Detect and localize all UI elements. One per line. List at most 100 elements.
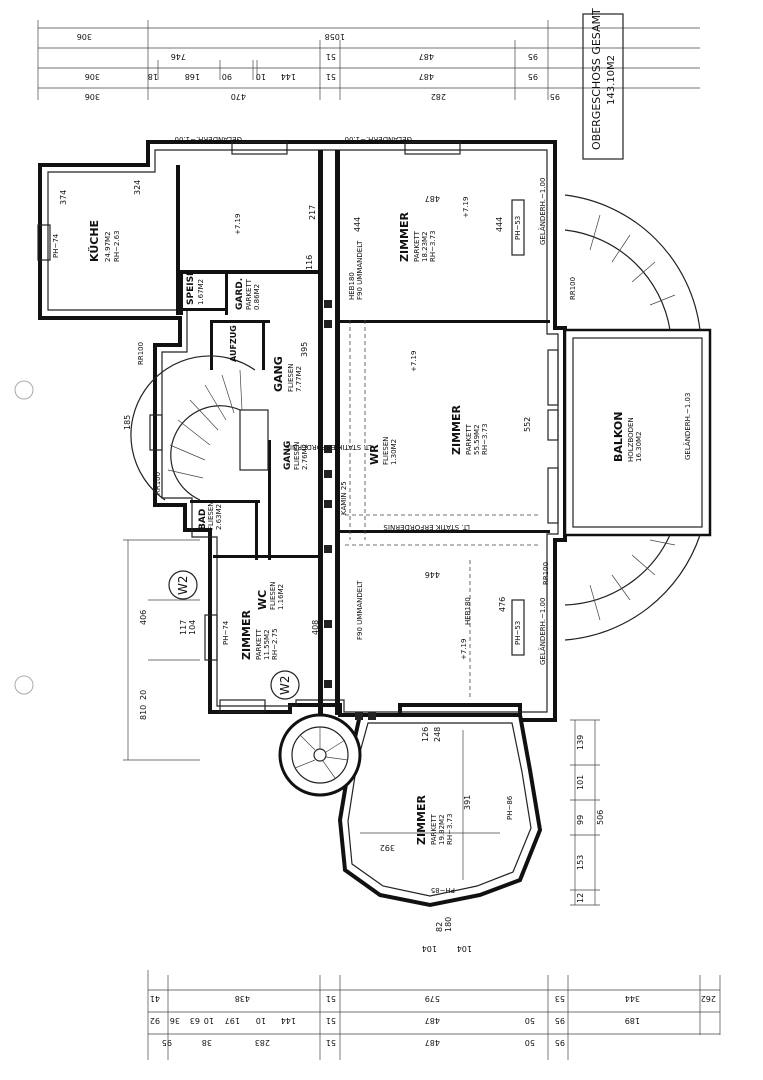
right-dimension-chain: 139 101 99 153 12 506	[570, 719, 605, 906]
dim-476: 476	[498, 597, 507, 612]
dim-top-144: 144	[281, 72, 296, 81]
room-gang2-floor: FLIESEN	[293, 441, 301, 470]
room-bad-area: 2.63M2	[215, 504, 223, 530]
dim-104b: 104	[457, 944, 472, 953]
guide-lines	[345, 320, 540, 880]
room-wc-area: 1.16M2	[277, 584, 285, 610]
room-zimmer-top-name: ZIMMER	[398, 212, 411, 262]
label-f90-a: F90 UMMANDELT	[356, 240, 364, 300]
dim-bot-53: 53	[555, 994, 565, 1003]
dim-top-51: 51	[326, 52, 336, 61]
title-line-1: OBERGESCHOSS GESAMT	[590, 8, 603, 150]
room-wr-floor: FLIESEN	[382, 436, 390, 465]
dim-bot-51c: 51	[326, 1038, 336, 1047]
dim-left-117: 117	[179, 620, 188, 635]
dim-408: 408	[311, 620, 320, 635]
dim-446: 446	[425, 570, 440, 579]
dim-bot-189: 189	[625, 1016, 640, 1025]
label-ph85: PH~85	[431, 886, 455, 894]
room-zimmer-small-floor: PARKETT	[255, 628, 263, 660]
dim-left-185: 185	[123, 415, 132, 430]
dim-bot-51: 51	[326, 994, 336, 1003]
dim-487: 487	[425, 194, 440, 203]
room-zimmer-mid-floor: PARKETT	[465, 423, 473, 455]
dim-82: 82	[435, 922, 444, 932]
dim-bot-438: 438	[235, 994, 250, 1003]
dim-bot-144: 144	[281, 1016, 296, 1025]
room-balkon-floor: HOLZBODEN	[627, 417, 635, 462]
dim-top-168: 168	[185, 72, 200, 81]
room-gang1-floor: FLIESEN	[287, 363, 295, 392]
room-wc-name: WC	[256, 590, 269, 610]
bottom-dimension-chains: 41 438 51 579 53 344 262 92 36 63 10 197…	[147, 970, 721, 1060]
dim-right-153: 153	[576, 855, 585, 870]
dim-top-306b: 306	[85, 72, 100, 81]
dim-top-18: 18	[148, 72, 158, 81]
dim-left-104: 104	[188, 620, 197, 635]
label-heb-1: HEB180	[348, 272, 356, 300]
windows	[37, 141, 559, 713]
room-kueche-name: KÜCHE	[87, 220, 101, 262]
room-zimmer-top-area: 18.23M2	[421, 231, 429, 262]
dim-217: 217	[308, 205, 317, 220]
room-gang2-name: GANG	[283, 441, 293, 470]
dim-top-470: 470	[231, 92, 246, 101]
dim-right-139: 139	[576, 735, 585, 750]
label-gelaender-2: GELÄNDERH.~1.00	[345, 135, 412, 144]
room-zimmer-small-height: RH~2.75	[271, 628, 279, 660]
room-bad-floor: FLIESEN	[207, 501, 215, 530]
dim-bot-10: 10	[204, 1016, 214, 1025]
dim-bot-50b: 50	[525, 1038, 535, 1047]
interior-walls	[176, 150, 550, 720]
dim-bot-38: 38	[202, 1038, 212, 1047]
dim-top-306: 306	[77, 32, 92, 41]
tag-w2-a: W2	[176, 576, 190, 596]
label-rr-3: RR100	[569, 277, 577, 300]
room-kueche-d2: 324	[133, 180, 142, 195]
title-line-2: 143.10M2	[606, 55, 617, 105]
room-zimmer-small-area: 11.55M2	[263, 629, 271, 660]
dim-bot-262: 262	[701, 994, 716, 1003]
label-elev-2: +7.19	[462, 197, 470, 218]
dim-right-99: 99	[576, 815, 585, 825]
room-speise-name: SPEISE	[186, 270, 196, 305]
room-speise-area: 1.67M2	[197, 279, 205, 305]
dim-top-95c: 95	[550, 92, 560, 101]
dim-bot-283: 283	[255, 1038, 270, 1047]
label-elev-1: +7.19	[234, 214, 242, 235]
annotations: W2 W2 KAMIN 25 +7.19 +7.19 +7.19 +7.19 G…	[52, 135, 692, 894]
label-ph74-1: PH~74	[52, 233, 60, 258]
exterior-walls	[38, 140, 567, 722]
dim-left-406: 406	[139, 610, 148, 625]
dim-left-810: 810	[139, 705, 148, 720]
label-ph-1: PH~53	[514, 216, 522, 240]
balcony	[563, 194, 712, 641]
dim-395: 395	[300, 342, 309, 357]
dim-top-10: 10	[256, 72, 266, 81]
room-kueche-d1: 374	[59, 190, 68, 205]
octagon-tower	[278, 713, 543, 908]
dim-bot-197: 197	[225, 1016, 240, 1025]
label-ph86: PH~86	[506, 795, 514, 820]
dim-bot-63: 63	[190, 1016, 200, 1025]
room-gang2-area: 2.76M2	[301, 444, 309, 470]
dim-104a: 104	[422, 944, 437, 953]
room-kueche-area: 24.97M2	[104, 231, 112, 262]
dim-116: 116	[305, 255, 314, 270]
label-rr-1: RR100	[137, 342, 145, 365]
punch-hole	[14, 675, 34, 695]
dim-bot-10b: 10	[256, 1016, 266, 1025]
dim-248: 248	[433, 727, 442, 742]
label-gelaender-5: GELÄNDERH.~1.00	[538, 598, 547, 665]
dim-bot-50: 50	[525, 1016, 535, 1025]
room-wr-area: 1.30M2	[390, 439, 398, 465]
label-elev-3: +7.19	[410, 351, 418, 372]
dim-left-20: 20	[139, 690, 148, 700]
dim-444a: 444	[353, 217, 362, 232]
dim-bot-344: 344	[625, 994, 640, 1003]
room-zimmer-top-floor: PARKETT	[413, 230, 421, 262]
room-aufzug-name: AUFZUG	[229, 325, 238, 362]
dim-top-51b: 51	[326, 72, 336, 81]
label-gelaender-3: GELÄNDERH.~1.03	[683, 393, 692, 460]
dim-bot-487b: 487	[425, 1038, 440, 1047]
